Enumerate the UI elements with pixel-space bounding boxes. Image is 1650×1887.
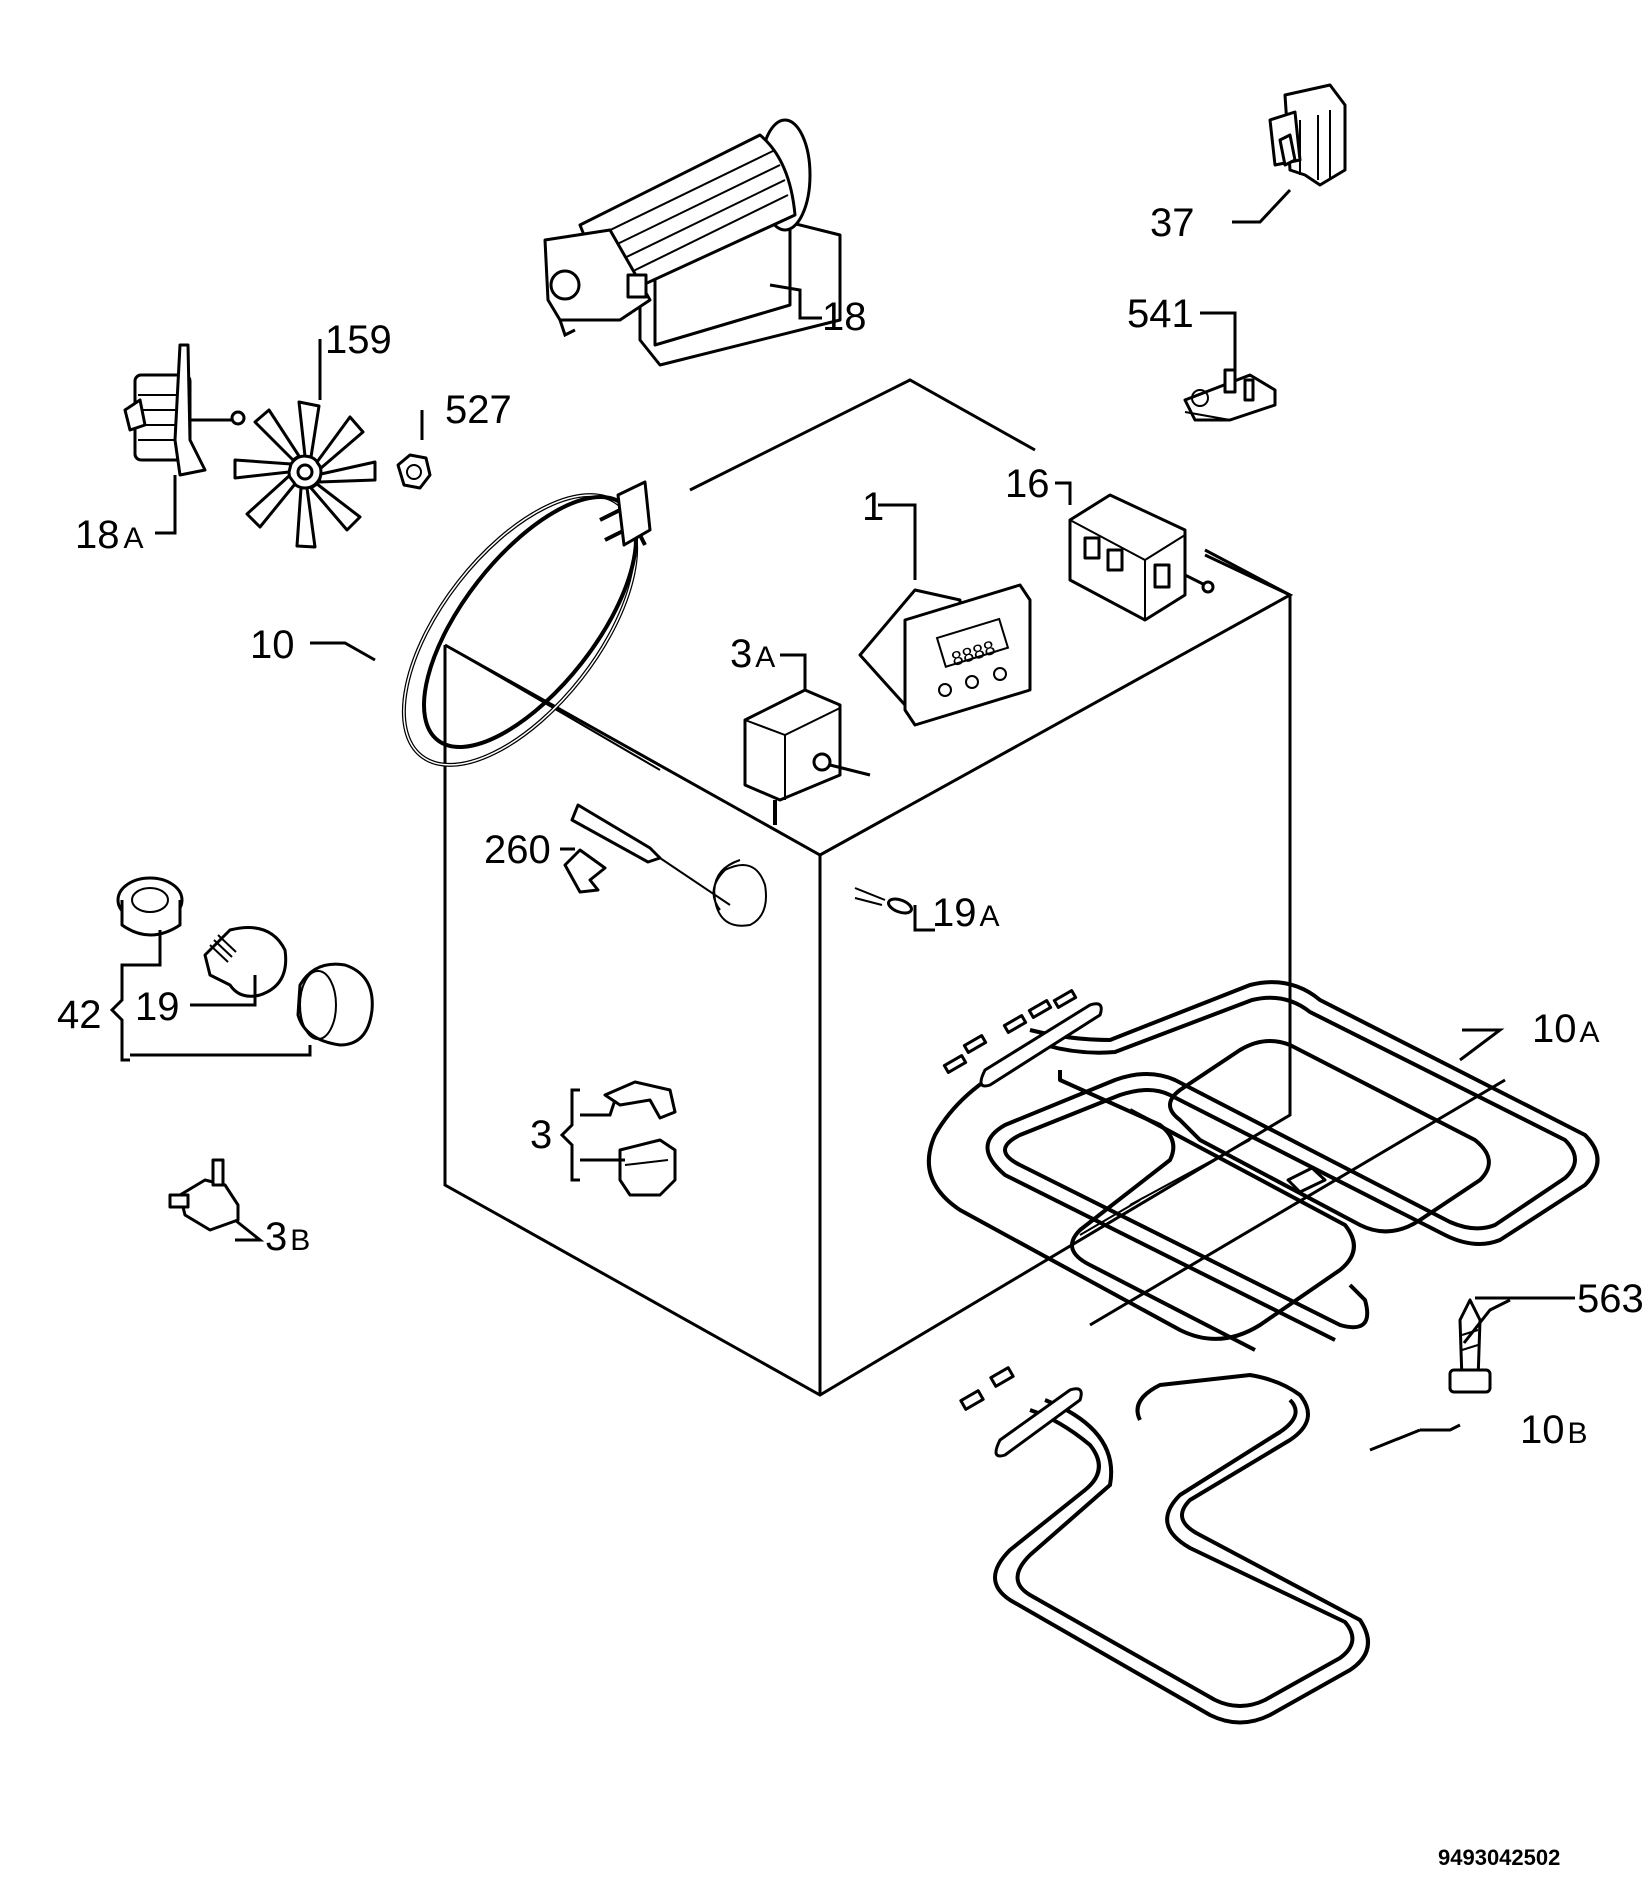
thermal-cutout-part [603,1080,677,1197]
fan-motor-part [123,343,246,477]
spring-clip-part [563,848,607,894]
label-19: 19 [135,985,180,1029]
leader-lines [109,188,1575,1452]
lamp-bulb-part [203,926,288,998]
label-16: 16 [1005,462,1050,506]
top-heating-element-part [926,980,1600,1352]
label-527: 527 [445,388,512,432]
label-541: 541 [1127,292,1194,336]
label-42: 42 [57,993,102,1037]
lamp-holder-part [116,876,184,937]
oven-cavity-box [443,378,1294,1397]
bottom-heating-element-part [959,1366,1370,1725]
circular-heating-element-part [401,480,652,767]
label-37: 37 [1150,201,1195,245]
label-3: 3 [530,1113,552,1157]
label-1: 1 [862,485,884,529]
tangential-fan-part [543,118,842,367]
terminal-connector-part [168,1158,240,1232]
label-563: 563 [1577,1277,1644,1321]
thermostat-part [570,688,871,927]
label-159: 159 [325,318,392,362]
label-260: 260 [484,828,551,872]
screw-part [1448,1298,1492,1394]
document-number: 9493042502 [1438,1845,1560,1870]
fan-impeller-part [233,400,377,549]
lamp-cover-part [296,962,374,1047]
terminal-block-part [1268,83,1347,187]
label-10: 10 [250,623,295,667]
nut-part [396,453,432,490]
sensor-part [854,887,913,915]
label-18: 18 [822,295,867,339]
connector-part [1183,368,1277,422]
selector-switch-part [1068,493,1215,622]
electronic-timer-part: 8888 [858,583,1032,727]
